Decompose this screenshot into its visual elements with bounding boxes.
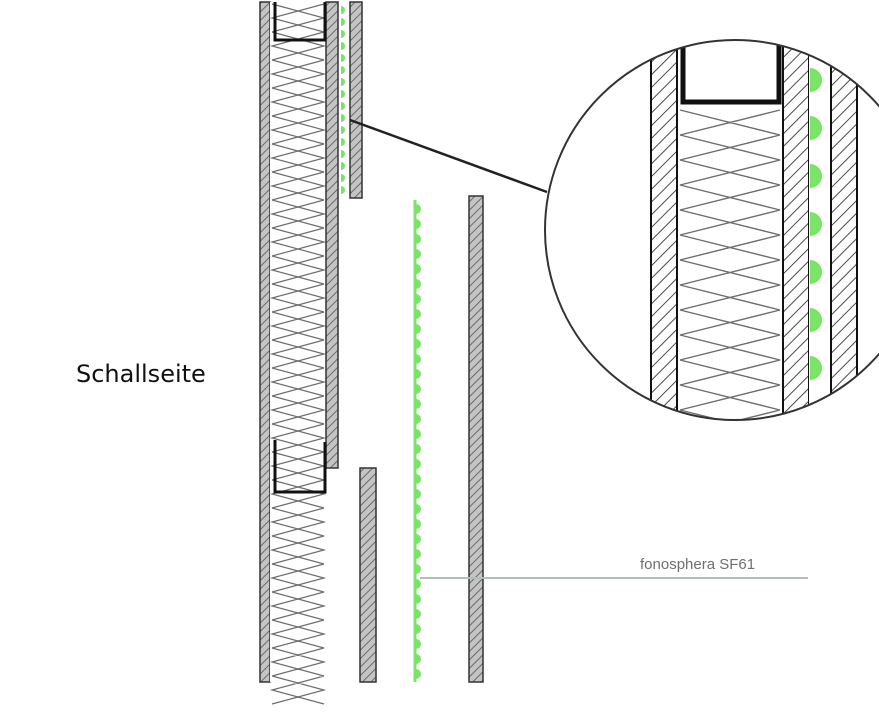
magnifier-leader-line xyxy=(349,118,548,194)
board-upper-front xyxy=(349,1,363,199)
board-front-panel xyxy=(468,195,484,683)
upper-acoustic-strip xyxy=(340,2,348,198)
fonosphera-layer xyxy=(413,200,421,682)
side-label: Schallseite xyxy=(76,360,206,388)
profile-top xyxy=(273,2,327,42)
insulation-core xyxy=(269,2,327,705)
board-outer-left xyxy=(259,1,271,683)
board-inner-right-lower xyxy=(326,492,338,682)
zoom-detail xyxy=(545,40,879,420)
wall-layers xyxy=(259,1,484,705)
product-label: fonosphera SF61 xyxy=(640,556,755,573)
board-lower-left xyxy=(359,467,377,683)
magnifier-circle xyxy=(544,39,879,421)
profile-bottom xyxy=(273,440,327,494)
board-inner-right xyxy=(325,1,339,469)
